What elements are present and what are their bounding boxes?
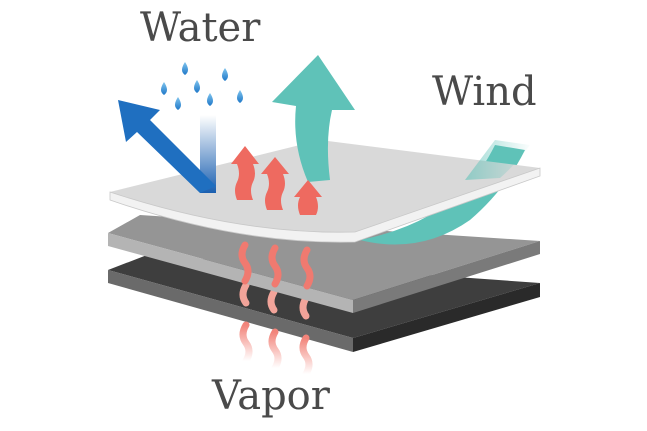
wind-label: Wind — [432, 69, 537, 115]
water-drops-icon — [161, 62, 243, 110]
vapor-wisps-middle — [238, 241, 314, 290]
water-reflect-arrow-icon — [118, 100, 216, 193]
vapor-arrows-icon — [231, 146, 322, 215]
wind-up-arrow-icon — [272, 55, 355, 182]
vapor-label: Vapor — [212, 373, 330, 419]
top-layer — [109, 140, 541, 243]
water-label: Water — [140, 5, 261, 51]
wind-arrow-tail — [465, 140, 530, 180]
water-stream — [200, 115, 216, 193]
vapor-wisps-lower — [239, 321, 313, 378]
